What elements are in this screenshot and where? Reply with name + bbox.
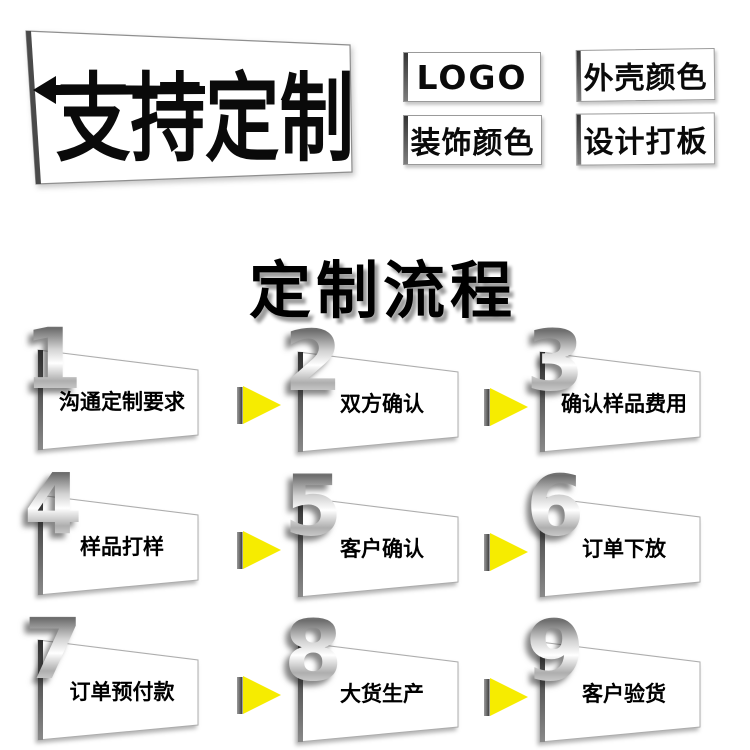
step-5: 5 客户确认 xyxy=(284,464,464,605)
flow-arrow-icon xyxy=(237,386,281,424)
feature-box-label: LOGO xyxy=(416,57,528,97)
left-arrow-icon xyxy=(33,76,205,104)
flow-arrow-icon xyxy=(237,676,281,714)
step-number: 2 xyxy=(284,312,343,410)
step-number: 7 xyxy=(24,600,83,698)
step-8: 8 大货生产 xyxy=(284,609,464,750)
step-label: 客户确认 xyxy=(340,537,424,561)
step-label: 沟通定制要求 xyxy=(59,390,185,414)
step-label: 样品打样 xyxy=(80,535,164,559)
step-number: 5 xyxy=(284,457,343,555)
step-banner-edge xyxy=(298,642,303,742)
step-4: 4 样品打样 xyxy=(24,462,204,603)
logo-left-edge xyxy=(26,31,41,184)
logo-text: 支持定制 xyxy=(56,63,354,175)
flow-arrow-icon xyxy=(484,388,528,426)
flow-arrow-icon xyxy=(484,533,528,571)
feature-box-decor-color: 装饰颜色 xyxy=(403,115,542,165)
step-label: 订单预付款 xyxy=(69,680,175,704)
flow-arrow-icon xyxy=(484,678,528,716)
feature-box-shell-color: 外壳颜色 xyxy=(575,48,716,102)
step-number: 4 xyxy=(24,455,83,553)
step-banner-edge xyxy=(540,497,545,597)
feature-box-label: 设计打板 xyxy=(583,124,708,161)
step-banner-edge xyxy=(298,352,303,452)
feature-box-logo: LOGO xyxy=(403,52,541,102)
step-number: 1 xyxy=(24,310,83,408)
step-number: 3 xyxy=(526,312,585,410)
step-9: 9 客户验货 xyxy=(526,609,706,750)
step-label: 客户验货 xyxy=(582,682,666,706)
step-number: 9 xyxy=(526,602,585,700)
step-3: 3 确认样品费用 xyxy=(526,319,706,460)
step-number: 8 xyxy=(284,602,343,700)
page-title: 定制流程 xyxy=(248,254,517,327)
step-1: 1 沟通定制要求 xyxy=(24,317,204,458)
step-banner-edge xyxy=(298,497,303,597)
step-label: 确认样品费用 xyxy=(561,392,687,416)
feature-box-label: 外壳颜色 xyxy=(583,60,708,97)
step-banner-edge xyxy=(540,642,545,742)
step-banner-edge xyxy=(38,350,43,450)
step-label: 大货生产 xyxy=(340,682,424,706)
step-7: 7 订单预付款 xyxy=(24,607,204,748)
step-number: 6 xyxy=(526,457,585,555)
step-label: 订单下放 xyxy=(582,537,666,561)
flow-arrow-icon xyxy=(237,531,281,569)
step-banner-edge xyxy=(540,352,545,452)
step-banner-edge xyxy=(38,495,43,595)
feature-box-label: 装饰颜色 xyxy=(410,126,535,161)
step-banner-edge xyxy=(38,640,43,740)
step-2: 2 双方确认 xyxy=(284,319,464,460)
logo-banner: 支持定制 xyxy=(20,26,360,196)
step-label: 双方确认 xyxy=(340,392,424,416)
step-6: 6 订单下放 xyxy=(526,464,706,605)
feature-box-design-proto: 设计打板 xyxy=(575,112,716,166)
